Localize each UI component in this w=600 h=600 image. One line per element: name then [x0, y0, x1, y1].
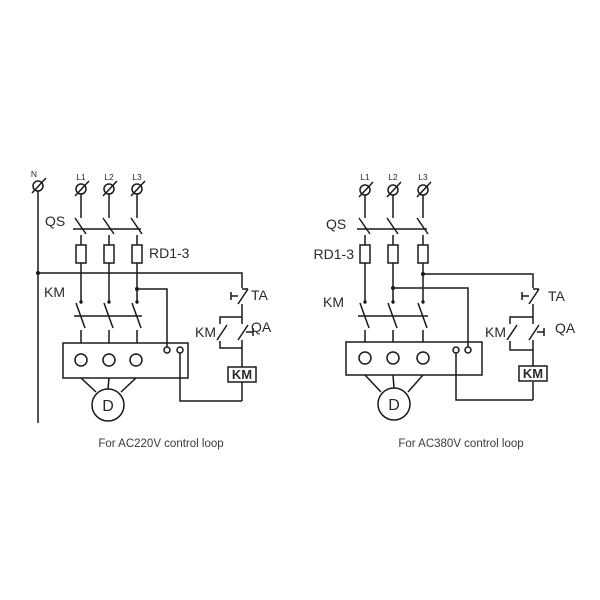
left-circuit: D KM N L1 L2 L3 QS RD1-3 KM TA KM QA For… — [31, 169, 272, 450]
coil-box — [227, 366, 257, 383]
thermal-relay-box — [62, 342, 189, 379]
contactor-coil: KM — [227, 366, 257, 383]
terminal-slash — [102, 180, 118, 197]
terminal-slash — [358, 181, 374, 198]
wire-network — [37, 191, 254, 423]
phase-terminal-l3 — [130, 180, 146, 197]
phase-terminal-l1 — [358, 181, 374, 198]
stop-button-label: TA — [548, 288, 566, 304]
thermal-relay — [345, 341, 483, 376]
switch-label: QS — [45, 213, 65, 229]
switch-label: QS — [326, 216, 346, 232]
junction-dot — [135, 287, 139, 291]
phase-label-l2: L2 — [104, 172, 114, 182]
coil-box — [518, 365, 548, 382]
phase-terminal-l3 — [416, 181, 432, 198]
phase-label-l3: L3 — [418, 172, 428, 182]
contactor-label: KM — [323, 294, 344, 310]
relay-terminal — [102, 353, 116, 367]
terminal-circle — [32, 180, 44, 192]
terminal-circle — [103, 183, 115, 195]
relay-aux-terminal — [176, 346, 184, 354]
aux-contact-label: KM — [485, 324, 506, 340]
fuse-3 — [131, 244, 143, 264]
contact-pivot-dot — [391, 300, 395, 304]
fuse-1 — [359, 244, 371, 264]
fuse-3 — [417, 244, 429, 264]
relay-terminal — [129, 353, 143, 367]
thermal-relay-box — [345, 341, 483, 376]
contact-pivot-dot — [79, 300, 83, 304]
terminal-slash — [416, 181, 432, 198]
terminal-slash — [31, 177, 47, 194]
relay-terminal — [74, 353, 88, 367]
aux-contact-label: KM — [195, 324, 216, 340]
terminal-circle — [359, 184, 371, 196]
motor-circle — [377, 387, 411, 421]
contactor-label: KM — [44, 284, 65, 300]
relay-terminal — [416, 351, 430, 365]
motor-label: D — [102, 398, 114, 415]
contact-pivot-dot — [135, 300, 139, 304]
phase-label-l1: L1 — [76, 172, 86, 182]
junction-dot — [421, 272, 425, 276]
contact-pivot-dot — [363, 300, 367, 304]
fuse-label: RD1-3 — [314, 246, 355, 262]
relay-terminal — [386, 351, 400, 365]
fuse-1 — [75, 244, 87, 264]
fuse-2 — [387, 244, 399, 264]
motor-circle — [91, 388, 125, 422]
fuse-label: RD1-3 — [149, 245, 190, 261]
junction-dot — [391, 286, 395, 290]
relay-aux-terminal — [464, 346, 472, 354]
neutral-label: N — [31, 169, 37, 179]
phase-terminal-l2 — [386, 181, 402, 198]
thermal-relay — [62, 342, 189, 379]
wire-network — [357, 195, 545, 401]
terminal-circle — [387, 184, 399, 196]
terminal-circle — [131, 183, 143, 195]
neutral-terminal — [31, 177, 47, 194]
relay-aux-terminal — [452, 346, 460, 354]
phase-terminal-l1 — [74, 180, 90, 197]
relay-aux-terminal — [163, 346, 171, 354]
phase-label-l3: L3 — [132, 172, 142, 182]
stop-button-label: TA — [251, 287, 269, 303]
phase-label-l2: L2 — [388, 172, 398, 182]
fuse-2 — [103, 244, 115, 264]
terminal-slash — [386, 181, 402, 198]
terminal-slash — [74, 180, 90, 197]
motor: D — [377, 387, 411, 421]
coil-label: KM — [523, 366, 543, 381]
coil-label: KM — [232, 367, 252, 382]
circuit-caption: For AC380V control loop — [398, 438, 523, 450]
relay-terminal — [358, 351, 372, 365]
phase-label-l1: L1 — [360, 172, 370, 182]
contactor-coil: KM — [518, 365, 548, 382]
phase-terminal-l2 — [102, 180, 118, 197]
terminal-circle — [75, 183, 87, 195]
contact-pivot-dot — [421, 300, 425, 304]
right-circuit: D KM L1 L2 L3 QS RD1-3 KM TA KM QA For A… — [314, 172, 576, 450]
circuit-caption: For AC220V control loop — [98, 438, 223, 450]
contact-pivot-dot — [107, 300, 111, 304]
start-button-label: QA — [251, 319, 272, 335]
terminal-circle — [417, 184, 429, 196]
start-button-label: QA — [555, 320, 576, 336]
motor-label: D — [388, 397, 400, 414]
junction-dot — [36, 271, 40, 275]
terminal-slash — [130, 180, 146, 197]
motor: D — [91, 388, 125, 422]
